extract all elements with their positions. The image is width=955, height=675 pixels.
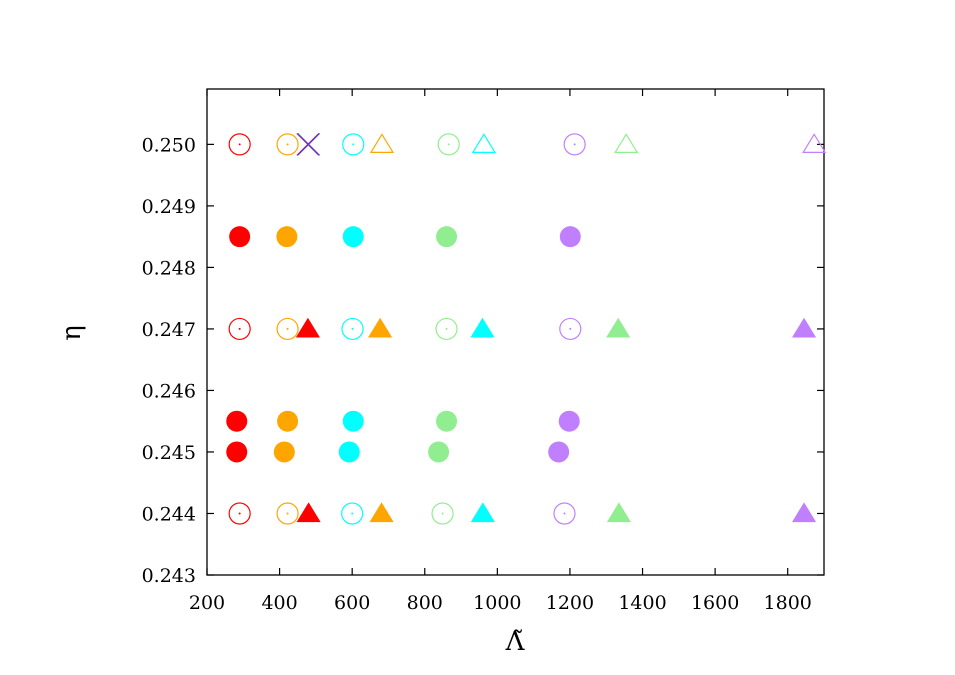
axis-tick-labels: 200 400 600 800 1000 1200 1400 1600 1800 0.243 0.2…	[142, 134, 812, 614]
green-circle-open-point	[437, 133, 460, 156]
red-circle-open-point-dot	[238, 512, 241, 515]
cyan-circle-filled-point	[338, 441, 360, 463]
orange-circle-open-point-dot	[286, 327, 289, 330]
cyan-circle-open-point-dot	[352, 143, 355, 146]
green-circle-filled-point	[428, 441, 450, 463]
purple-triangle-filled-point	[791, 502, 817, 523]
blue-cross-point	[297, 132, 321, 156]
x-tick-label: 800	[407, 592, 443, 614]
cyan-triangle-filled-point	[470, 317, 495, 338]
x-tick-label: 1600	[691, 592, 739, 614]
green-circle-filled-point	[436, 226, 458, 248]
y-tick-label: 0.246	[142, 380, 196, 402]
purple-circle-open-point	[553, 502, 576, 525]
red-circle-filled-point	[226, 410, 248, 432]
red-circle-open-point	[228, 133, 251, 156]
cyan-circle-filled-point	[342, 410, 364, 432]
y-tick-label: 0.247	[142, 319, 196, 341]
y-tick-label: 0.250	[142, 134, 196, 156]
orange-circle-open-point	[276, 133, 299, 156]
orange-triangle-filled-point	[369, 502, 394, 523]
purple-triangle-open-point	[802, 133, 827, 153]
cyan-triangle-filled-point	[470, 502, 495, 523]
x-tick-label: 1000	[473, 592, 521, 614]
cyan-circle-open-point-dot	[351, 327, 354, 330]
purple-circle-open-point-dot	[569, 327, 572, 330]
x-tick-label: 400	[261, 592, 297, 614]
red-circle-filled-point	[226, 441, 248, 463]
orange-triangle-filled-point	[368, 317, 393, 338]
data-points	[226, 132, 827, 525]
orange-circle-open-point-dot	[286, 143, 289, 146]
red-triangle-filled-point	[296, 502, 321, 523]
x-tick-label: 1400	[618, 592, 666, 614]
y-axis-title: η	[57, 325, 87, 341]
red-circle-open-point	[228, 317, 251, 341]
orange-circle-open-point	[276, 502, 299, 525]
purple-circle-open-point-dot	[573, 143, 576, 146]
green-circle-open-point	[431, 502, 454, 525]
green-circle-open-point-dot	[445, 327, 448, 330]
y-tick-label: 0.245	[142, 442, 196, 464]
orange-circle-open-point-dot	[286, 512, 289, 515]
purple-circle-filled-point	[559, 226, 581, 248]
red-circle-filled-point	[229, 226, 251, 248]
purple-circle-open-point	[563, 133, 586, 156]
red-triangle-filled-point	[295, 317, 320, 338]
red-circle-open-point-dot	[238, 143, 241, 146]
orange-circle-open-point	[276, 317, 299, 341]
purple-circle-open-point	[559, 317, 582, 341]
purple-circle-filled-point	[558, 410, 580, 432]
green-triangle-filled-point	[606, 502, 632, 523]
x-tick-label: 600	[334, 592, 370, 614]
cyan-circle-filled-point	[342, 226, 364, 248]
y-tick-label: 0.249	[142, 196, 196, 218]
orange-circle-filled-point	[273, 441, 295, 463]
cyan-circle-open-point	[341, 502, 364, 525]
x-tick-label: 1800	[764, 592, 812, 614]
y-tick-label: 0.248	[142, 257, 196, 279]
purple-circle-open-point-dot	[563, 512, 566, 515]
x-tick-label: 200	[189, 592, 225, 614]
green-circle-open-point-dot	[441, 512, 444, 515]
axis-ticks	[206, 89, 824, 576]
green-circle-open-point-dot	[447, 143, 450, 146]
purple-circle-filled-point	[548, 441, 570, 463]
y-tick-label: 0.244	[142, 503, 196, 525]
y-tick-label: 0.243	[142, 565, 196, 587]
orange-circle-filled-point	[277, 410, 299, 432]
purple-triangle-filled-point	[791, 317, 817, 338]
green-triangle-filled-point	[606, 317, 631, 338]
green-circle-open-point	[435, 317, 458, 341]
green-circle-filled-point	[436, 410, 458, 432]
orange-triangle-open-point	[369, 133, 395, 153]
cyan-circle-open-point	[341, 317, 364, 341]
red-circle-open-point-dot	[238, 327, 241, 330]
cyan-circle-open-point	[342, 133, 365, 156]
x-tick-label: 1200	[546, 592, 594, 614]
orange-circle-filled-point	[276, 226, 298, 248]
cyan-circle-open-point-dot	[351, 512, 354, 515]
green-triangle-open-point	[614, 133, 639, 153]
plot-frame	[206, 88, 825, 576]
x-axis-title: Λ̃	[505, 627, 526, 657]
red-circle-open-point	[228, 502, 251, 525]
cyan-triangle-open-point	[471, 133, 496, 153]
